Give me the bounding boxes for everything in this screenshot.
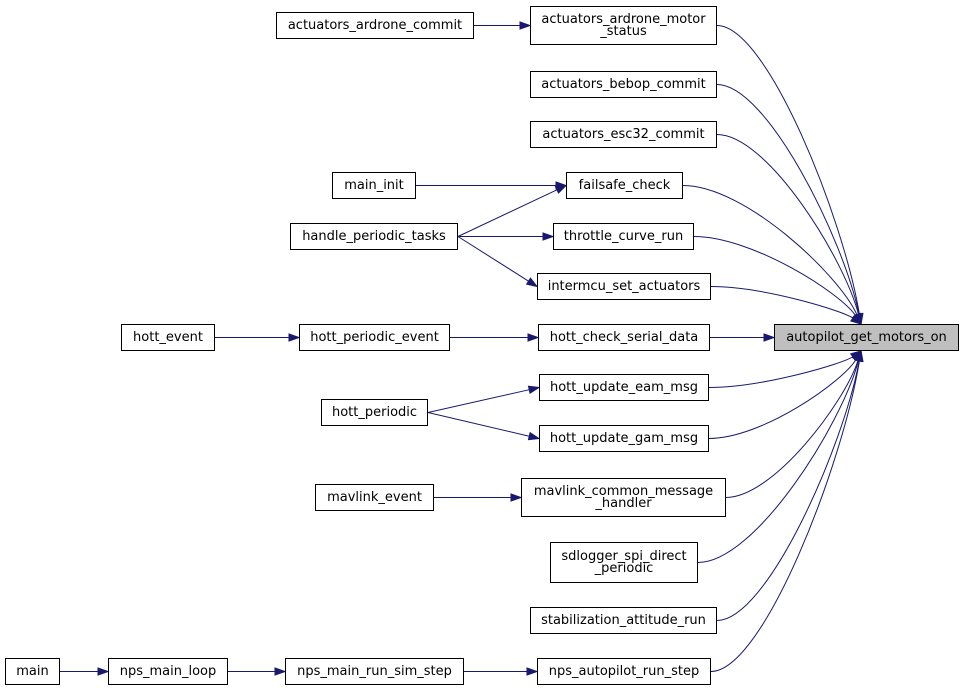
node-label: main_init (344, 178, 404, 193)
node-mavlink-event[interactable]: mavlink_event (315, 484, 434, 511)
edge-actuators-bebop-commit-to-autopilot-get-motors-on (716, 84, 860, 315)
edge-hott-check-serial-data-to-autopilot-get-motors-on-arrowhead (763, 333, 776, 342)
edge-main-to-nps-main-loop-arrowhead (97, 667, 110, 676)
node-hott-update-gam-msg[interactable]: hott_update_gam_msg (539, 425, 709, 452)
edge-hott-periodic-to-hott-update-gam-msg-arrowhead (527, 431, 541, 441)
edge-hott-update-eam-msg-to-autopilot-get-motors-on (708, 356, 854, 388)
node-label: hott_update_gam_msg (549, 431, 699, 446)
node-nps-main-run-sim-step[interactable]: nps_main_run_sim_step (285, 658, 464, 685)
node-hott-periodic[interactable]: hott_periodic (321, 399, 428, 426)
edge-actuators-esc32-commit-to-autopilot-get-motors-on (716, 134, 859, 315)
node-label: mavlink_common_message (533, 483, 714, 499)
node-failsafe-check[interactable]: failsafe_check (566, 172, 683, 199)
node-actuators-esc32-commit[interactable]: actuators_esc32_commit (530, 121, 717, 148)
edge-sdlogger-spi-direct-periodic-to-autopilot-get-motors-on (697, 360, 859, 563)
node-label: nps_autopilot_run_step (548, 664, 700, 679)
edge-actuators-ardrone-commit-to-actuators-ardrone-motor-status-arrowhead (519, 21, 532, 30)
edge-handle-periodic-tasks-to-failsafe-check-arrowhead (554, 184, 568, 194)
edge-throttle-curve-run-to-autopilot-get-motors-on (693, 236, 856, 316)
node-nps-autopilot-run-step[interactable]: nps_autopilot_run_step (537, 658, 711, 685)
node-label: throttle_curve_run (563, 229, 684, 244)
node-label: mavlink_event (327, 490, 422, 505)
edge-handle-periodic-tasks-to-intermcu-set-actuators-arrowhead (525, 277, 539, 288)
edge-hott-periodic-to-hott-update-gam-msg (427, 412, 530, 437)
node-label: hott_periodic_event (310, 330, 439, 345)
edge-actuators-ardrone-motor-status-to-autopilot-get-motors-on (716, 25, 860, 315)
node-label: actuators_bebop_commit (541, 77, 706, 92)
edge-nps-main-run-sim-step-to-nps-autopilot-run-step-arrowhead (526, 667, 539, 676)
edge-handle-periodic-tasks-to-failsafe-check (457, 189, 558, 237)
node-actuators-ardrone-commit[interactable]: actuators_ardrone_commit (276, 12, 474, 39)
focus-node-label: autopilot_get_motors_on (786, 330, 947, 345)
node-hott-check-serial-data[interactable]: hott_check_serial_data (538, 324, 710, 351)
node-label: _periodic (594, 560, 654, 576)
edge-hott-periodic-to-hott-update-eam-msg (427, 389, 530, 413)
node-label: hott_event (133, 330, 203, 345)
edge-stabilization-attitude-run-to-autopilot-get-motors-on (716, 360, 860, 621)
edge-nps-main-loop-to-nps-main-run-sim-step-arrowhead (274, 667, 287, 676)
node-intermcu-set-actuators[interactable]: intermcu_set_actuators (537, 273, 711, 300)
node-hott-update-eam-msg[interactable]: hott_update_eam_msg (539, 374, 709, 401)
node-actuators-ardrone-motor-status[interactable]: actuators_ardrone_motor_status (530, 6, 717, 45)
node-main-init[interactable]: main_init (332, 172, 416, 199)
node-hott-periodic-event[interactable]: hott_periodic_event (299, 324, 450, 351)
node-throttle-curve-run[interactable]: throttle_curve_run (553, 223, 694, 250)
node-actuators-bebop-commit[interactable]: actuators_bebop_commit (530, 71, 717, 98)
edge-hott-update-gam-msg-to-autopilot-get-motors-on (708, 359, 857, 439)
edge-handle-periodic-tasks-to-throttle-curve-run-arrowhead (542, 232, 555, 241)
focus-node-autopilot-get-motors-on[interactable]: autopilot_get_motors_on (774, 324, 959, 351)
node-label: hott_update_eam_msg (549, 380, 698, 395)
node-label: sdlogger_spi_direct (561, 548, 687, 564)
node-label: hott_periodic (331, 405, 418, 420)
node-label: nps_main_loop (119, 664, 217, 679)
node-label: actuators_ardrone_motor (541, 11, 706, 27)
node-hott-event[interactable]: hott_event (121, 324, 215, 351)
node-nps-main-loop[interactable]: nps_main_loop (108, 658, 228, 685)
edge-intermcu-set-actuators-to-autopilot-get-motors-on (710, 286, 854, 319)
edge-nps-autopilot-run-step-to-autopilot-get-motors-on (710, 360, 860, 672)
node-label: actuators_esc32_commit (542, 127, 705, 142)
edge-intermcu-set-actuators-to-autopilot-get-motors-on-arrowhead (849, 314, 863, 325)
node-stabilization-attitude-run[interactable]: stabilization_attitude_run (530, 607, 717, 634)
edge-failsafe-check-to-autopilot-get-motors-on (682, 185, 858, 316)
node-label: actuators_ardrone_commit (287, 18, 463, 33)
node-label: failsafe_check (578, 178, 671, 193)
node-mavlink-common-message-handler[interactable]: mavlink_common_message_handler (521, 478, 726, 517)
edge-hott-periodic-to-hott-update-eam-msg-arrowhead (527, 385, 541, 395)
node-main[interactable]: main (5, 658, 60, 685)
edge-mavlink-event-to-mavlink-common-message-handler-arrowhead (510, 493, 523, 502)
node-label: handle_periodic_tasks (302, 229, 446, 244)
node-label: intermcu_set_actuators (547, 279, 701, 294)
node-handle-periodic-tasks[interactable]: handle_periodic_tasks (290, 223, 458, 250)
node-label: _status (600, 23, 647, 39)
node-label: stabilization_attitude_run (541, 613, 706, 628)
edge-mavlink-common-message-handler-to-autopilot-get-motors-on (725, 360, 859, 498)
node-label: main (16, 664, 49, 679)
node-label: hott_check_serial_data (549, 330, 699, 345)
edge-hott-periodic-event-to-hott-check-serial-data-arrowhead (527, 333, 540, 342)
node-label: nps_main_run_sim_step (297, 664, 452, 679)
node-sdlogger-spi-direct-periodic[interactable]: sdlogger_spi_direct_periodic (550, 542, 698, 583)
edge-hott-event-to-hott-periodic-event-arrowhead (288, 333, 301, 342)
node-label: _handler (595, 495, 652, 511)
edge-nps-autopilot-run-step-to-autopilot-get-motors-on-arrowhead (855, 349, 864, 363)
edge-handle-periodic-tasks-to-intermcu-set-actuators (457, 236, 529, 282)
